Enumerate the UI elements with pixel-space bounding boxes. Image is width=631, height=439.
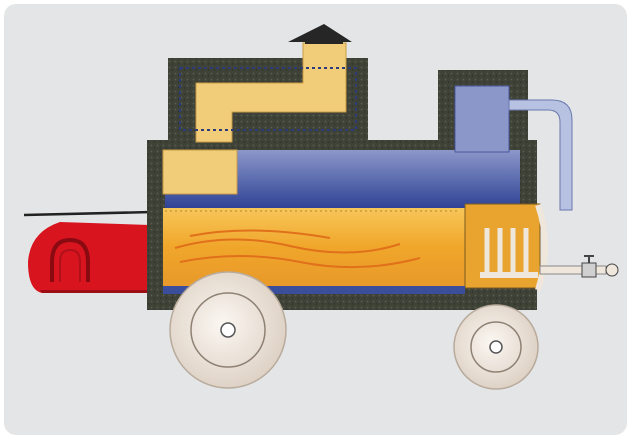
tank-icon [455, 86, 509, 152]
chimney-cap [288, 24, 352, 44]
rear-chamber [455, 86, 509, 152]
outlet-valve [540, 256, 618, 277]
rear-wheel [454, 305, 538, 389]
burner [24, 212, 152, 293]
heat-exchanger [163, 150, 520, 208]
front-wheel [170, 272, 286, 388]
